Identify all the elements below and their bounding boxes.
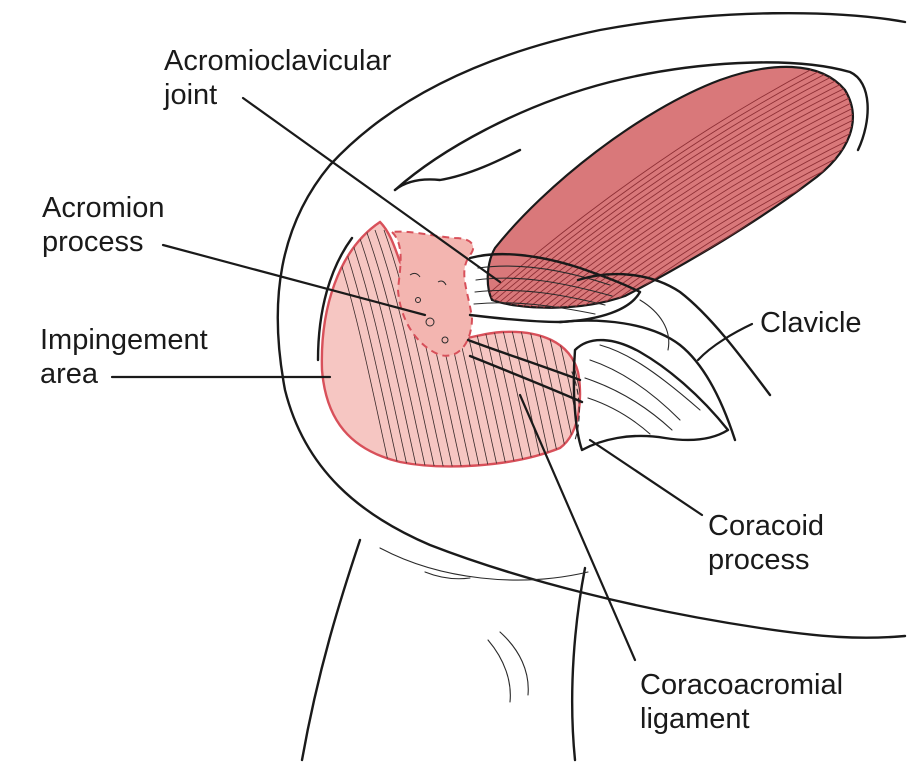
scapular-spine-outline [393,61,869,192]
leader-clavicle [696,322,754,362]
label-line: process [708,544,810,576]
humeral-fiber-line [338,229,400,467]
label-line: Coracoid [708,510,825,542]
muscle-fiber-line [487,111,853,308]
muscle-fiber-line [487,117,853,308]
muscle-fiber-line [487,105,853,308]
humeral-fiber-line [383,229,445,467]
muscle-fiber-line [487,66,853,308]
muscle-fiber-line [487,135,853,308]
label-line: Impingement [40,324,208,356]
coracoid-process-shape [572,338,730,452]
humeral-fiber-line [374,229,436,467]
label-acromion-process: Acromion process [42,191,165,259]
coracoid-fibers [584,344,701,435]
muscle-fiber-line [487,129,853,308]
label-line: process [42,226,144,258]
label-line: Acromioclavicular [164,45,392,77]
clavicle-detail [639,299,670,351]
arm-outline-right [570,566,587,762]
arm-crease-3 [424,571,471,580]
clavicle-bone [558,272,772,442]
arm-fold [379,547,589,581]
muscle-fiber-line [487,66,853,308]
muscle-fiber-line [487,123,853,308]
arm-crease-1 [499,631,529,696]
muscle-fiber-line [487,66,853,308]
label-line: Acromion [42,192,165,224]
arm-crease-2 [487,639,511,703]
muscle-fiber-line [487,87,853,308]
leader-coracoid-process [588,438,704,517]
acromion-texture [409,272,449,344]
label-line: area [40,358,99,390]
label-line: ligament [640,703,750,735]
coracoid-edge-dashes [571,371,580,441]
acromion-process-shape [389,230,475,357]
ac-joint-ligament [468,252,642,324]
shoulder-contour [316,236,354,362]
muscle-fiber-line [487,147,853,308]
deltoid-outline [276,11,907,639]
muscle-fiber-line [487,99,853,308]
leader-acromioclavicular-joint [241,96,502,284]
humeral-fiber-line [365,229,427,467]
muscle-fiber-line [487,66,853,308]
arm-outline-left [300,538,362,762]
muscle-fiber-line [487,81,853,308]
label-line: joint [164,79,218,111]
humeral-fiber-line [347,229,409,467]
leader-coracoacromial-ligament [518,393,637,662]
label-acromioclavicular-joint: Acromioclavicular joint [164,44,391,112]
ac-joint-fibers [473,265,613,315]
label-line: Coracoacromial [640,669,844,701]
humeral-fiber-line [356,229,418,467]
label-coracoid-process: Coracoid process [708,509,824,577]
label-impingement-area: Impingement area [40,323,208,391]
muscle-fiber-line [487,93,853,308]
muscle-fiber-line [487,75,853,308]
coracoacromial-ligament-band [466,338,584,404]
muscle-fiber-line [487,66,853,308]
acromion-upper-ridge [393,148,522,192]
label-clavicle: Clavicle [760,306,862,340]
label-coracoacromial-ligament: Coracoacromial ligament [640,668,843,736]
label-line: Clavicle [760,307,862,339]
leader-acromion-process [161,243,427,317]
